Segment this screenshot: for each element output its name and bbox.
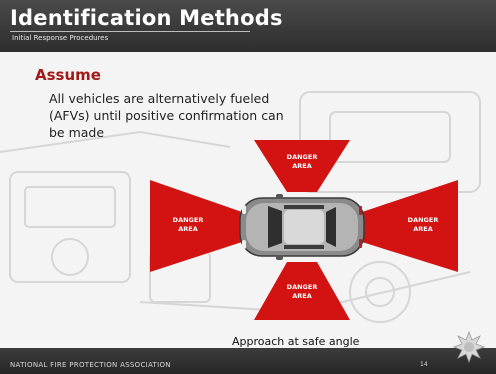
slide-title: Identification Methods (10, 6, 283, 30)
zone-label-left-line2: AREA (178, 225, 198, 233)
zone-label-right-line1: DANGER (408, 216, 439, 224)
car-top-view-icon (239, 194, 365, 260)
zone-label-rear-line2: AREA (292, 292, 312, 300)
nfpa-logo-icon (452, 330, 486, 364)
danger-zone-right (362, 180, 458, 272)
slide-subtitle: Initial Response Procedures (12, 34, 109, 42)
title-divider (10, 31, 250, 32)
slide-footer: NATIONAL FIRE PROTECTION ASSOCIATION 14 (0, 348, 496, 374)
footer-organization: NATIONAL FIRE PROTECTION ASSOCIATION (10, 361, 171, 369)
zone-label-right-line2: AREA (413, 225, 433, 233)
danger-zone-rear (254, 262, 350, 320)
zone-label-front-line2: AREA (292, 162, 312, 170)
page-number: 14 (420, 361, 428, 368)
danger-zone-front (254, 140, 350, 192)
danger-zone-left (150, 180, 242, 272)
slide-header: Identification Methods Initial Response … (0, 0, 496, 52)
approach-caption: Approach at safe angle (232, 335, 360, 348)
zone-label-left-line1: DANGER (173, 216, 204, 224)
assume-heading: Assume (35, 66, 101, 84)
zone-label-front-line1: DANGER (287, 153, 318, 161)
assume-body-text: All vehicles are alternatively fueled (A… (49, 91, 284, 140)
zone-label-rear-line1: DANGER (287, 283, 318, 291)
